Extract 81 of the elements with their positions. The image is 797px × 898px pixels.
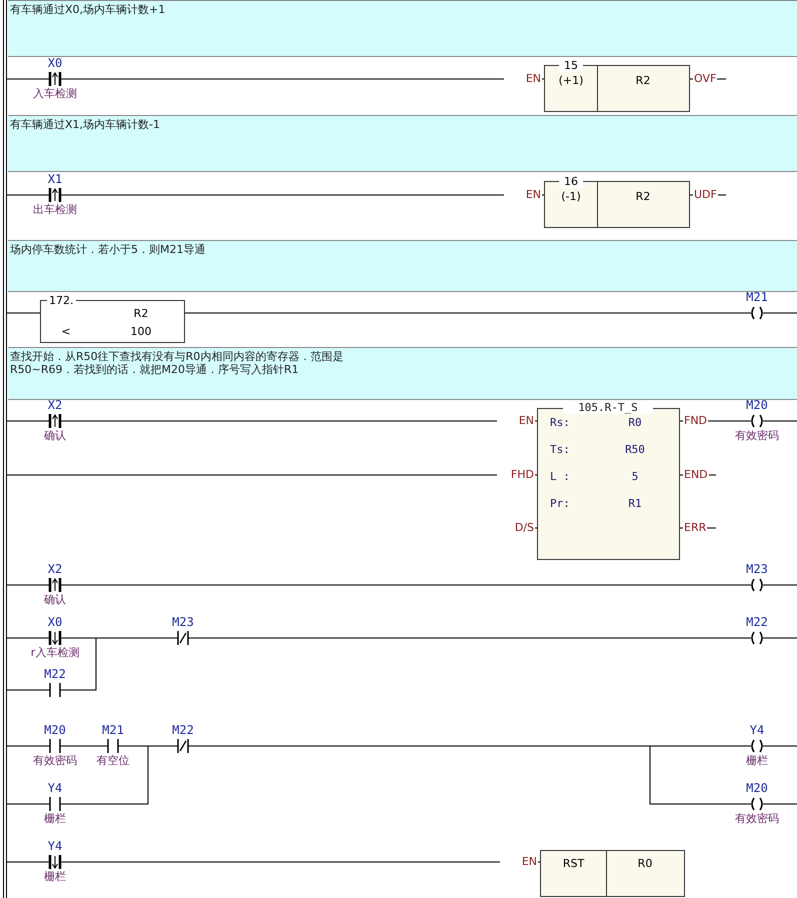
device-address: M20 <box>745 782 769 795</box>
comment-band <box>8 0 797 57</box>
device-comment: 有效密码 <box>32 754 78 767</box>
device-comment: 有效密码 <box>734 429 780 442</box>
parameter-value: 5 <box>630 470 640 483</box>
pin-label: UDF <box>693 189 718 201</box>
wire <box>82 638 158 690</box>
device-comment: 栅栏 <box>745 754 769 767</box>
device-comment: 栅栏 <box>43 870 67 883</box>
pin-label: FHD <box>497 469 535 481</box>
device-address: M23 <box>745 563 769 576</box>
device-comment: 确认 <box>43 593 67 606</box>
operand-text: R0 <box>636 857 654 870</box>
device-address: X1 <box>46 173 64 186</box>
pin-label: ERR <box>683 522 708 534</box>
pin-label: FND <box>683 415 708 427</box>
parameter-value: R50 <box>624 443 646 456</box>
operand-text: R2 <box>634 190 652 203</box>
block-number: 15 <box>559 59 583 72</box>
device-address: M21 <box>101 724 125 737</box>
block-number: 105.R-T_S <box>563 401 653 414</box>
wire <box>6 584 24 586</box>
parameter-value: R1 <box>627 497 643 510</box>
function-block <box>540 850 685 897</box>
wire <box>6 420 24 422</box>
device-address: Y4 <box>46 782 64 795</box>
wire <box>6 78 24 80</box>
instruction-text: RST <box>562 857 586 870</box>
pin-label: EN <box>504 73 542 85</box>
device-address: M23 <box>171 616 195 629</box>
device-comment: 出车检测 <box>32 203 78 216</box>
instruction-text: (-1) <box>560 190 582 203</box>
device-address: M21 <box>745 291 769 304</box>
device-address: M22 <box>745 616 769 629</box>
comment-text: 有车辆通过X1,场内车辆计数-1 <box>10 118 160 131</box>
parameter-value: R0 <box>627 416 643 429</box>
instruction-text: (+1) <box>558 74 584 87</box>
parameter-label: L : <box>550 470 570 483</box>
comment-band <box>8 347 797 400</box>
block-number: 16 <box>559 175 583 188</box>
parameter-label: Ts: <box>550 443 570 456</box>
wire <box>86 584 730 586</box>
operand-text: R2 <box>132 307 150 320</box>
pin-label: END <box>683 469 709 481</box>
device-address: X0 <box>46 57 64 70</box>
device-address: Y4 <box>748 724 766 737</box>
device-comment: r入车检测 <box>30 646 80 659</box>
device-comment: 入车检测 <box>32 87 78 100</box>
comparison-operator: < <box>60 325 72 338</box>
comment-band <box>8 240 797 292</box>
device-comment: 栅栏 <box>43 812 67 825</box>
power-rail <box>3 0 7 898</box>
comment-text: 查找开始．从R50往下查找有没有与R0内相同内容的寄存器．范围是R50~R69．若找到的话．就把M20导通．序号写入指针R1 <box>10 350 344 376</box>
pin-label: EN <box>497 415 535 427</box>
comment-text: 场内停车数统计．若小于5．则M21导通 <box>10 243 206 256</box>
device-address: X2 <box>46 563 64 576</box>
comment-band <box>8 115 797 172</box>
device-comment: 确认 <box>43 429 67 442</box>
device-comment: 有空位 <box>96 754 130 767</box>
operand-text: 100 <box>130 325 152 338</box>
device-address: M20 <box>745 399 769 412</box>
device-address: Y4 <box>46 840 64 853</box>
device-address: M22 <box>43 668 67 681</box>
device-address: M20 <box>43 724 67 737</box>
comment-text: 有车辆通过X0,场内车辆计数+1 <box>10 3 166 16</box>
wire <box>6 312 40 314</box>
pin-label: EN <box>504 189 542 201</box>
wire <box>82 746 160 804</box>
parameter-label: Rs: <box>550 416 570 429</box>
pin-label: OVF <box>693 73 718 85</box>
device-comment: 有效密码 <box>734 812 780 825</box>
operand-text: R2 <box>634 74 652 87</box>
device-address: X0 <box>46 616 64 629</box>
parameter-label: Pr: <box>550 497 570 510</box>
wire <box>6 194 24 196</box>
wire <box>206 746 730 804</box>
device-address: M22 <box>171 724 195 737</box>
pin-label: EN <box>500 856 538 868</box>
block-number: 172. <box>47 294 76 307</box>
wire <box>184 312 730 314</box>
device-address: X2 <box>46 399 64 412</box>
